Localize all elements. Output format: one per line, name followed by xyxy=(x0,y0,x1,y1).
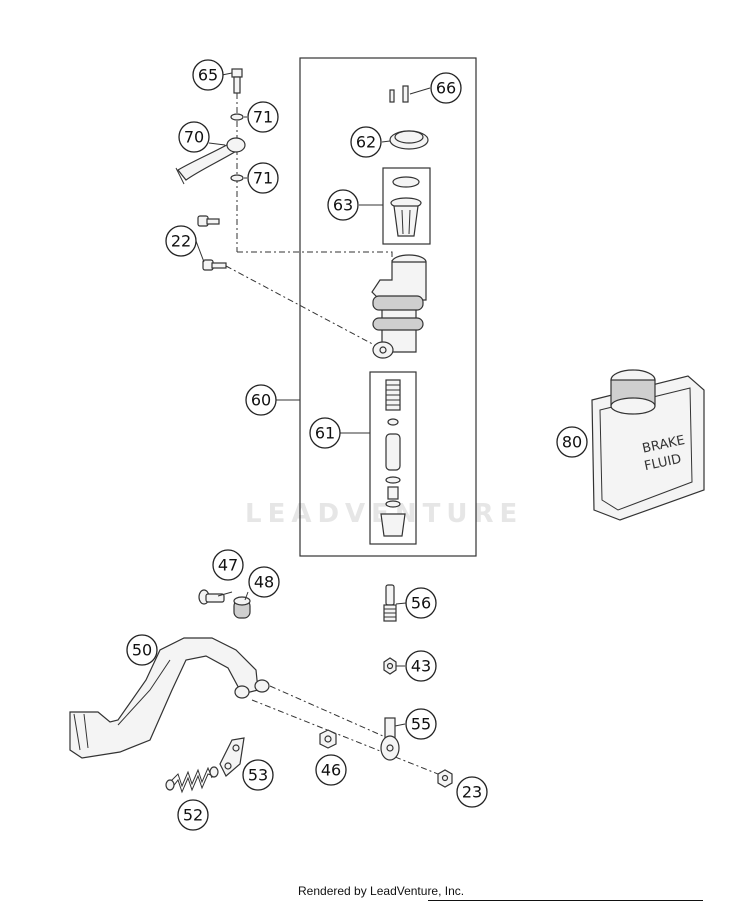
part-46-bushing xyxy=(319,729,337,749)
assembly-60-frame xyxy=(299,57,477,557)
callout-71-bottom: 71 xyxy=(247,162,279,194)
leader-48 xyxy=(244,591,249,601)
svg-text:46: 46 xyxy=(321,761,341,780)
svg-text:43: 43 xyxy=(411,657,431,676)
callout-23: 23 xyxy=(456,776,488,808)
leader-62 xyxy=(381,140,391,143)
callout-22: 22 xyxy=(165,225,197,257)
callout-46: 46 xyxy=(315,754,347,786)
svg-text:71: 71 xyxy=(253,169,273,188)
assembly-63-frame xyxy=(382,167,431,245)
callout-56: 56 xyxy=(405,587,437,619)
svg-text:50: 50 xyxy=(132,641,152,660)
part-47-bolt xyxy=(198,589,225,605)
svg-text:56: 56 xyxy=(411,594,431,613)
part-62-cap xyxy=(389,130,429,150)
callout-65: 65 xyxy=(192,59,224,91)
callout-63: 63 xyxy=(327,189,359,221)
svg-text:66: 66 xyxy=(436,79,456,98)
part-56-pushrod xyxy=(383,584,397,622)
part-master-cylinder-body xyxy=(371,254,427,359)
callout-66: 66 xyxy=(430,72,462,104)
leader-56 xyxy=(395,602,407,605)
leader-55 xyxy=(394,723,406,727)
callout-71-top: 71 xyxy=(247,101,279,133)
svg-text:60: 60 xyxy=(251,391,271,410)
callout-70: 70 xyxy=(178,121,210,153)
part-23-nut xyxy=(437,769,453,788)
callout-52: 52 xyxy=(177,799,209,831)
svg-text:55: 55 xyxy=(411,715,431,734)
callout-60: 60 xyxy=(245,384,277,416)
assembly-61-frame xyxy=(369,371,417,545)
part-43-nut xyxy=(383,657,397,675)
leader-66 xyxy=(409,87,431,95)
svg-text:71: 71 xyxy=(253,108,273,127)
axis-line-pedal-upper xyxy=(269,685,393,741)
svg-text:23: 23 xyxy=(462,783,482,802)
callout-61: 61 xyxy=(309,417,341,449)
svg-text:48: 48 xyxy=(254,573,274,592)
callout-80: 80 xyxy=(556,426,588,458)
part-52-spring xyxy=(165,766,219,794)
part-80-brake-fluid-bottle: BRAKE FLUID xyxy=(591,369,705,521)
callout-47: 47 xyxy=(212,549,244,581)
part-71-washer-top xyxy=(230,113,244,121)
footer-credit: Rendered by LeadVenture, Inc. xyxy=(298,884,465,898)
axis-line-22 xyxy=(225,265,381,349)
leader-47 xyxy=(217,591,233,597)
callout-50: 50 xyxy=(126,634,158,666)
callout-62: 62 xyxy=(350,126,382,158)
svg-text:80: 80 xyxy=(562,433,582,452)
callout-55: 55 xyxy=(405,708,437,740)
callout-48: 48 xyxy=(248,566,280,598)
part-63-diaphragm xyxy=(390,176,422,237)
part-71-washer-bottom xyxy=(230,174,244,182)
svg-text:22: 22 xyxy=(171,232,191,251)
svg-text:53: 53 xyxy=(248,766,268,785)
svg-text:63: 63 xyxy=(333,196,353,215)
callout-43: 43 xyxy=(405,650,437,682)
part-53-spring-plate xyxy=(219,737,245,777)
svg-text:62: 62 xyxy=(356,133,376,152)
svg-text:52: 52 xyxy=(183,806,203,825)
svg-text:61: 61 xyxy=(315,424,335,443)
part-48-bushing xyxy=(233,596,251,619)
part-22-bolts xyxy=(197,215,227,271)
svg-text:65: 65 xyxy=(198,66,218,85)
part-66-screws xyxy=(389,85,409,103)
callout-53: 53 xyxy=(242,759,274,791)
footer-rule xyxy=(428,900,703,901)
part-70-hose xyxy=(175,137,246,185)
part-55-clevis xyxy=(380,717,400,761)
axis-line-hose xyxy=(237,251,393,262)
leader-70 xyxy=(208,142,226,146)
leader-22 xyxy=(195,240,205,263)
leader-65 xyxy=(221,72,233,76)
part-61-piston-kit xyxy=(380,379,406,537)
svg-text:47: 47 xyxy=(218,556,238,575)
part-65-bolt xyxy=(231,68,243,94)
svg-text:70: 70 xyxy=(184,128,204,147)
part-50-brake-pedal xyxy=(69,637,270,759)
